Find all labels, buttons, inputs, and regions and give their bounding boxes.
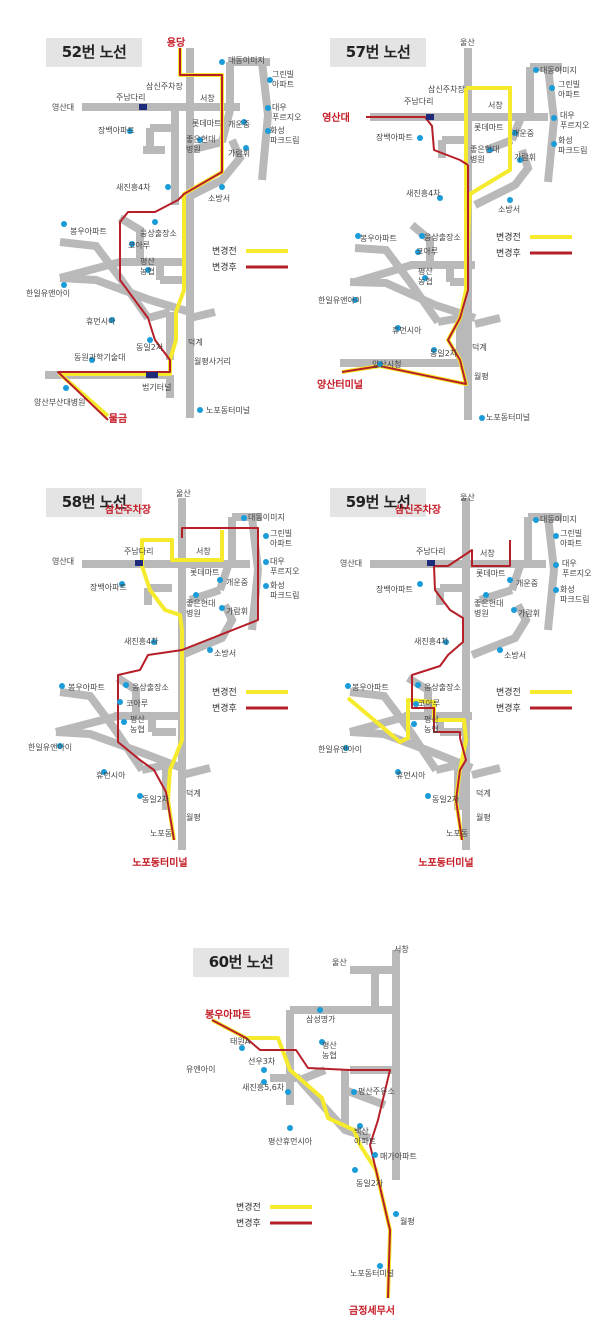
road-network <box>45 48 273 418</box>
route-57-panel: 57번 노선 <box>300 0 600 440</box>
route-52-map <box>45 48 273 421</box>
route-after <box>211 1019 391 1299</box>
stop-dots <box>61 59 273 413</box>
route-title: 60번 노선 <box>193 948 289 977</box>
route-59-panel: 59번 노선 <box>300 470 600 890</box>
route-before <box>140 530 224 841</box>
route-title: 58번 노선 <box>46 488 142 517</box>
route-58-panel: 58번 노선 <box>0 470 300 890</box>
route-52-panel: 52번 노선 <box>0 0 300 440</box>
route-58-map <box>55 498 269 850</box>
route-59-map <box>343 498 562 850</box>
route-after <box>341 116 469 385</box>
route-before <box>211 1018 392 1299</box>
route-60-map <box>211 950 400 1299</box>
route-title: 52번 노선 <box>46 38 142 67</box>
route-57-map <box>340 48 562 421</box>
route-after <box>57 48 223 421</box>
route-title: 57번 노선 <box>330 38 426 67</box>
route-after <box>411 540 511 841</box>
route-after <box>117 527 259 841</box>
route-60-panel: 60번 노선 <box>150 930 450 1330</box>
route-title: 59번 노선 <box>330 488 426 517</box>
